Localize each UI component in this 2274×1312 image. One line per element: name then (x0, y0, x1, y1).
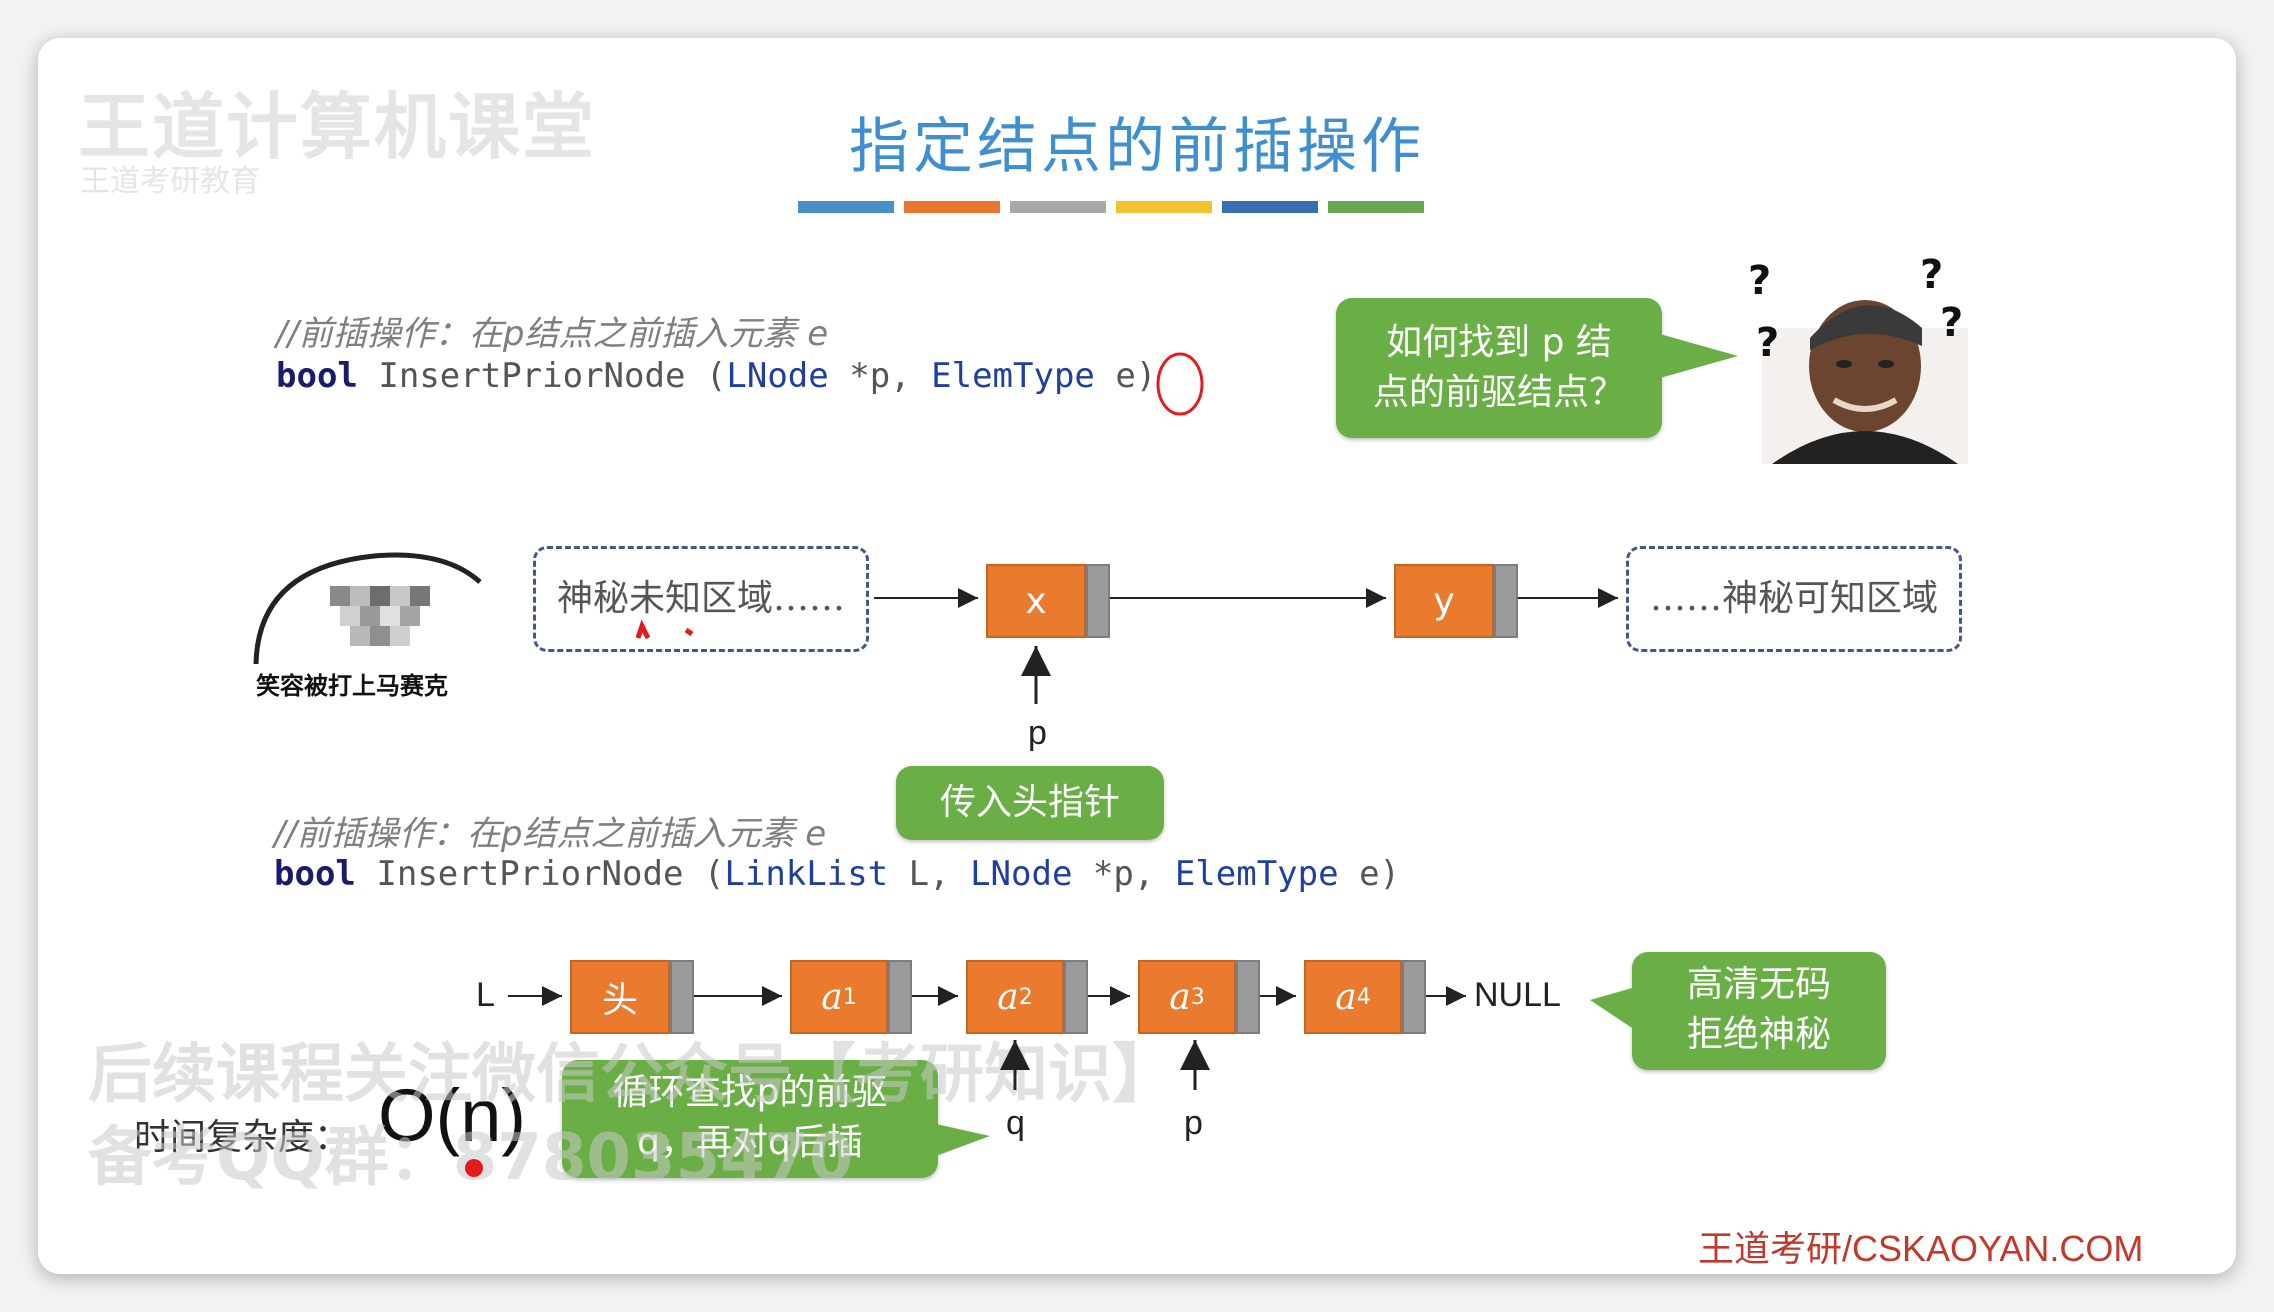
pointer-p-label-1: p (1028, 714, 1047, 752)
head-node-data: 头 (570, 960, 670, 1034)
node-x-pointer (1086, 564, 1110, 638)
title-bar-6 (1328, 201, 1424, 213)
bubble1-tail (1660, 334, 1738, 378)
known-region-box: ……神秘可知区域 (1626, 546, 1962, 652)
head-node-pointer (670, 960, 694, 1034)
node-y-pointer (1494, 564, 1518, 638)
question-mark-1: ? (1748, 258, 1772, 304)
unknown-region-box: 神秘未知区域…… (533, 546, 869, 652)
title-bar-5 (1222, 201, 1318, 213)
code2-open-paren: ( (703, 854, 725, 894)
mosaic-face-icon (244, 528, 524, 668)
code1-type-1: LNode (726, 356, 829, 396)
diagram-connectors (465, 334, 1738, 1177)
node-a3-letter: a (1169, 976, 1191, 1018)
bubble1-line1: 如何找到 p 结 (1386, 322, 1612, 363)
bubble4-line1: 循环查找p的前驱 (612, 1072, 888, 1113)
code1-param-2: e) (1115, 356, 1157, 396)
footer-brand: 王道考研/CSKAOYAN.COM (1698, 1228, 2144, 1269)
code1-signature: bool InsertPriorNode (LNode *p, ElemType… (276, 356, 1156, 396)
title-bar-2 (904, 201, 1000, 213)
code2-keyword: bool (274, 854, 356, 894)
question-mark-4: ? (1940, 300, 1964, 346)
bubble4-line2: q，再对q后插 (637, 1122, 863, 1163)
title-bar-3 (1010, 201, 1106, 213)
head-node: 头 (570, 960, 694, 1034)
red-dot-annotation (465, 1159, 483, 1177)
code2-comment: //前插操作：在p结点之前插入元素 e (274, 814, 827, 854)
speech-bubble-head-pointer: 传入头指针 (896, 766, 1164, 840)
watermark-line-2: 备考QQ群：878035470 (88, 1121, 854, 1195)
code1-comment: //前插操作：在p结点之前插入元素 e (276, 314, 829, 354)
time-complexity-value: O(n) (378, 1074, 526, 1157)
code1-open-paren: ( (705, 356, 727, 396)
node-a2-pointer (1064, 960, 1088, 1034)
time-complexity-label: 时间复杂度： (134, 1117, 351, 1158)
watermark-line-1: 后续课程关注微信公众号【考研知识】 (88, 1038, 1176, 1112)
red-circle-annotation (1156, 352, 1204, 416)
node-x: x (986, 564, 1110, 638)
pointer-p-label-2: p (1184, 1104, 1203, 1142)
title-bar-1 (798, 201, 894, 213)
speech-bubble-find-prev: 如何找到 p 结 点的前驱结点？ (1336, 298, 1662, 438)
watermark-subtitle: 王道考研教育 (80, 164, 260, 199)
code2-type-2: LNode (970, 854, 1073, 894)
node-a3-subscript: 3 (1190, 984, 1205, 1010)
head-pointer-label: L (476, 976, 495, 1014)
confused-face-icon (1762, 268, 1968, 464)
question-mark-3: ? (1920, 252, 1944, 298)
meme-caption: 笑容被打上马赛克 (256, 672, 448, 700)
code1-keyword: bool (276, 356, 358, 396)
red-scribble-annotation (635, 619, 694, 640)
bubble4-tail (936, 1124, 990, 1156)
node-a1-letter: a (821, 976, 843, 1018)
null-label: NULL (1474, 976, 1561, 1014)
pointer-q-label: q (1006, 1104, 1025, 1142)
node-a3-pointer (1236, 960, 1260, 1034)
code1-function: InsertPriorNode (378, 356, 686, 396)
slide-canvas: 王道计算机课堂 王道考研教育 指定结点的前插操作 //前插操作：在p结点之前插入… (38, 38, 2236, 1274)
bubble3-tail (1590, 988, 1632, 1028)
node-a1-subscript: 1 (842, 984, 857, 1010)
question-mark-2: ? (1756, 320, 1780, 366)
node-a1-pointer (888, 960, 912, 1034)
code2-signature: bool InsertPriorNode (LinkList L, LNode … (274, 854, 1400, 894)
bubble1-line2: 点的前驱结点？ (1372, 372, 1625, 413)
node-y: y (1394, 564, 1518, 638)
code1-type-2: ElemType (931, 356, 1095, 396)
bubble3-line2: 拒绝神秘 (1686, 1014, 1831, 1055)
node-a2-subscript: 2 (1018, 984, 1033, 1010)
title-bar-4 (1116, 201, 1212, 213)
node-y-data: y (1394, 564, 1494, 638)
node-x-data: x (986, 564, 1086, 638)
watermark-logo: 王道计算机课堂 (78, 85, 597, 169)
code2-param-3: e) (1359, 854, 1401, 894)
node-a4-letter: a (1335, 976, 1357, 1018)
code2-param-2: *p, (1092, 854, 1155, 894)
code2-function: InsertPriorNode (376, 854, 684, 894)
bubble3-line1: 高清无码 (1686, 964, 1831, 1005)
code1-param-1: *p, (849, 356, 911, 396)
speech-bubble-no-mystery: 高清无码 拒绝神秘 (1632, 952, 1886, 1070)
code2-param-1: L, (908, 854, 950, 894)
node-a4-subscript: 4 (1356, 984, 1371, 1010)
code2-type-3: ElemType (1174, 854, 1339, 894)
node-a2-letter: a (997, 976, 1019, 1018)
speech-bubble-loop-find: 循环查找p的前驱 q，再对q后插 (562, 1060, 938, 1178)
node-a4-pointer (1402, 960, 1426, 1034)
code2-type-1: LinkList (724, 854, 889, 894)
slide-title: 指定结点的前插操作 (849, 112, 1425, 182)
